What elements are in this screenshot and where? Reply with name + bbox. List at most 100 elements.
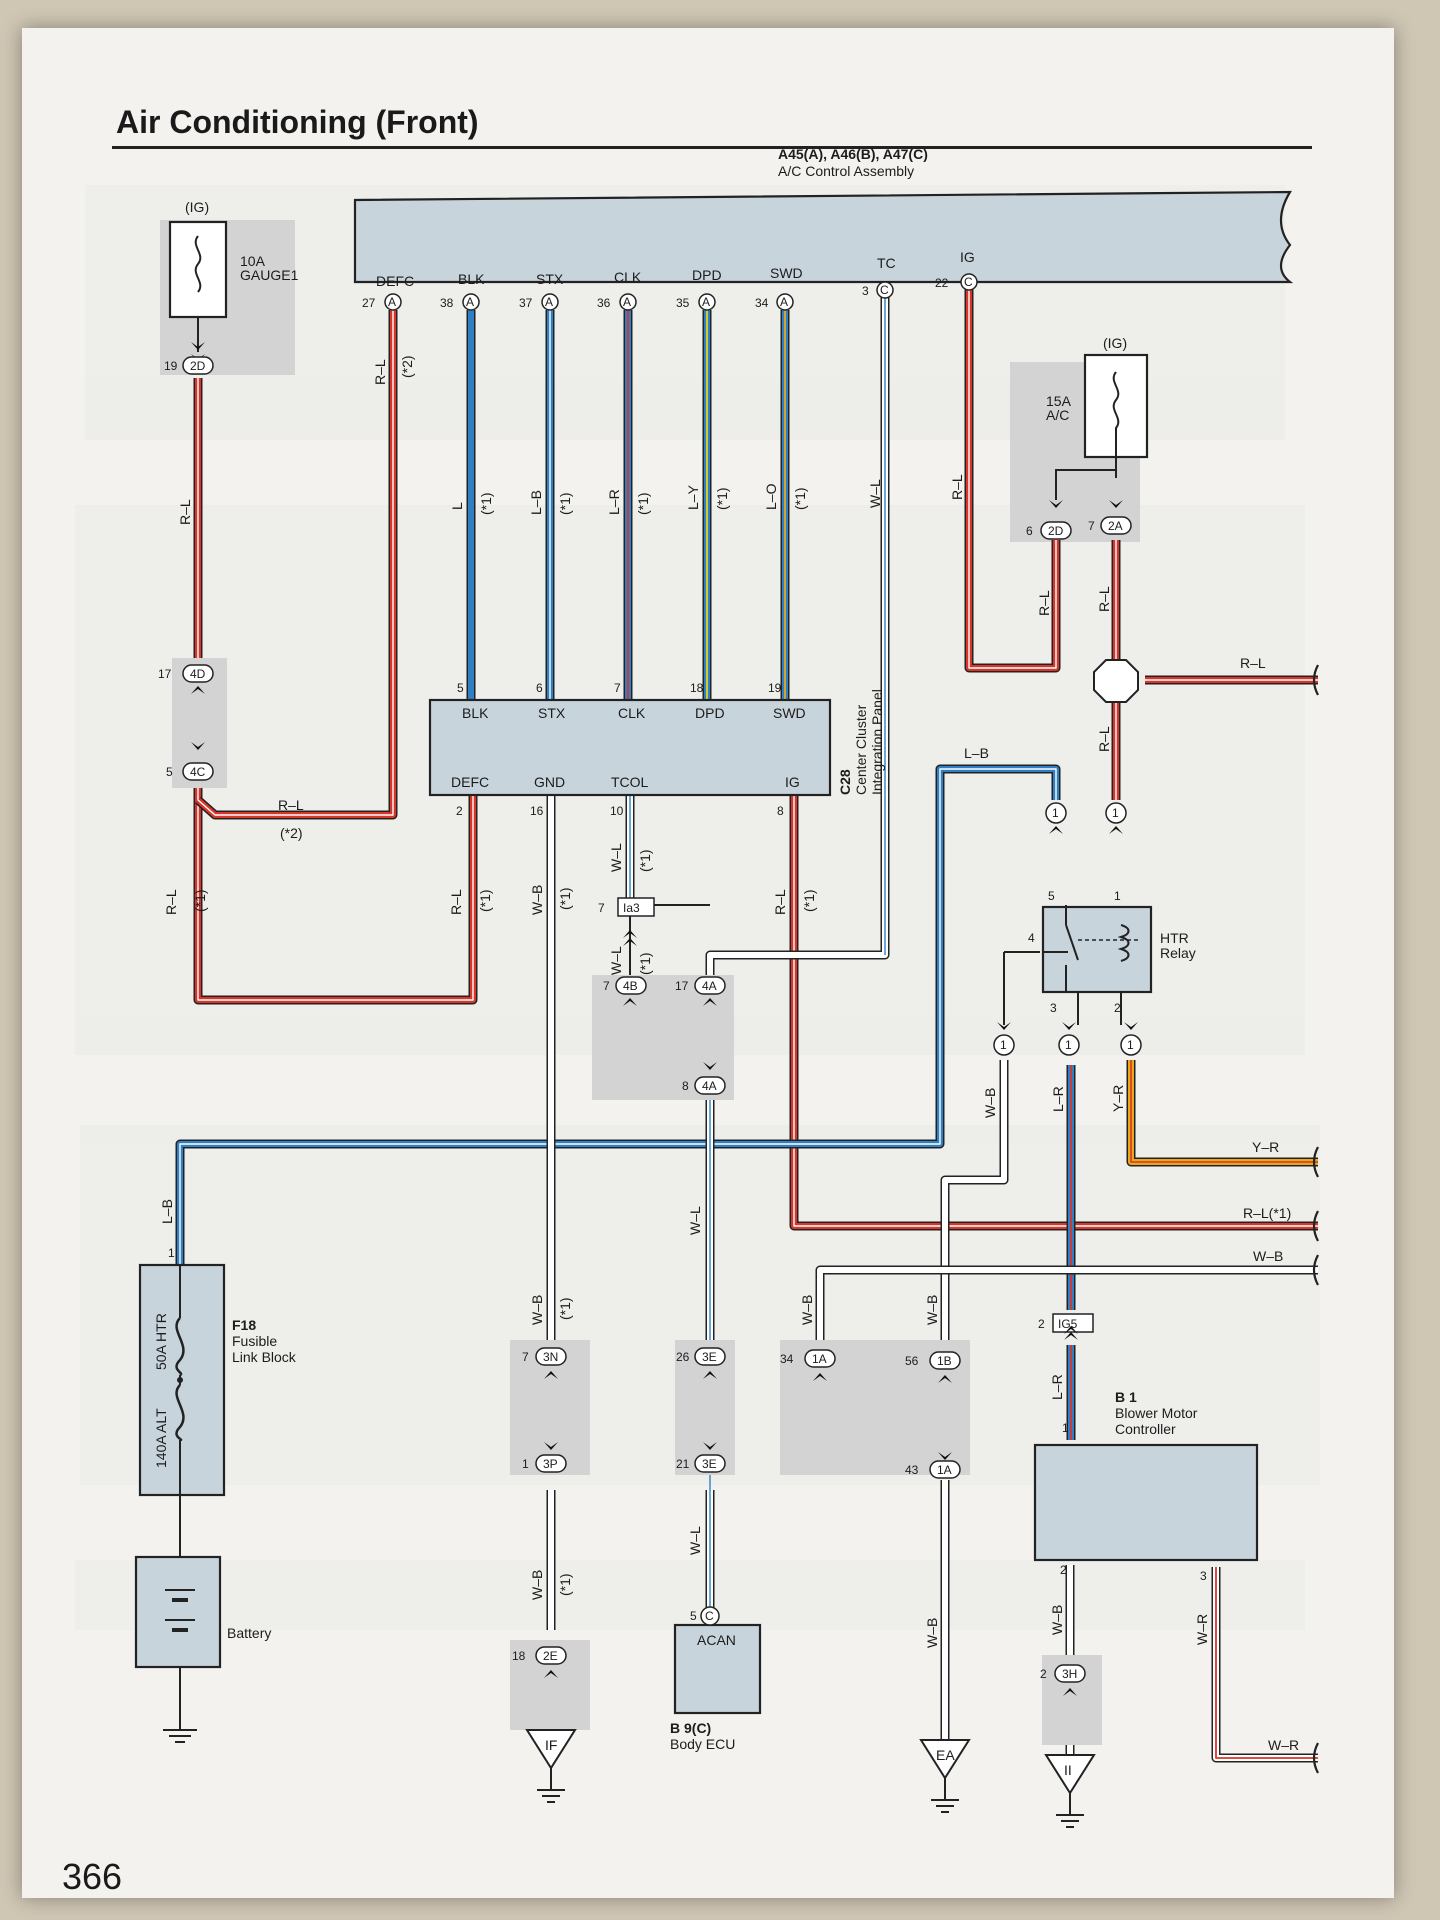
svg-text:35: 35 <box>676 296 690 310</box>
svg-text:34: 34 <box>755 296 769 310</box>
svg-text:6: 6 <box>536 681 543 695</box>
svg-text:W–L: W–L <box>687 1206 703 1235</box>
svg-text:2D: 2D <box>190 359 206 373</box>
svg-text:SWD: SWD <box>773 705 806 721</box>
svg-text:7: 7 <box>522 1350 529 1364</box>
svg-text:A: A <box>466 295 474 309</box>
svg-text:A: A <box>623 295 631 309</box>
svg-text:W–R: W–R <box>1194 1614 1210 1645</box>
connector-8-4A: 4A8 <box>682 1062 726 1095</box>
svg-text:1B: 1B <box>937 1354 952 1368</box>
svg-text:R–L: R–L <box>278 797 304 813</box>
svg-text:R–L: R–L <box>949 474 965 500</box>
svg-text:3E: 3E <box>702 1350 717 1364</box>
svg-text:W–L: W–L <box>608 843 624 872</box>
gauge-fuse-ig: (IG) <box>185 199 209 215</box>
svg-text:1A: 1A <box>812 1352 827 1366</box>
svg-text:(*1): (*1) <box>557 1297 573 1320</box>
svg-text:R–L: R–L <box>448 889 464 915</box>
blower-motor-controller: B 1 Blower Motor Controller 1 2 3 <box>1033 1389 1259 1583</box>
svg-text:2: 2 <box>456 804 463 818</box>
svg-text:(*1): (*1) <box>477 889 493 912</box>
svg-text:1: 1 <box>1052 806 1059 820</box>
svg-text:1: 1 <box>168 1246 175 1260</box>
svg-text:(*1): (*1) <box>557 887 573 910</box>
svg-text:18: 18 <box>690 681 704 695</box>
ground-if: IF <box>525 1729 577 1803</box>
svg-text:W–B: W–B <box>529 1295 545 1325</box>
svg-text:3N: 3N <box>543 1350 558 1364</box>
svg-text:(*1): (*1) <box>635 492 651 515</box>
svg-text:W–B: W–B <box>1253 1248 1283 1264</box>
svg-text:R–L: R–L <box>1036 590 1052 616</box>
svg-text:(*1): (*1) <box>714 487 730 510</box>
svg-text:(*1): (*1) <box>557 1573 573 1596</box>
control-assembly-ref: A45(A), A46(B), A47(C) <box>778 146 928 162</box>
svg-text:2E: 2E <box>543 1649 558 1663</box>
gauge-fuse-rating: 10A <box>240 253 266 269</box>
svg-text:BLK: BLK <box>462 705 489 721</box>
svg-text:(*2): (*2) <box>280 825 303 841</box>
htr-relay: HTR Relay 5 1 4 3 2 <box>1028 889 1196 1015</box>
ac-control-assembly: A45(A), A46(B), A47(C) A/C Control Assem… <box>353 146 1294 284</box>
svg-text:IG: IG <box>960 249 975 265</box>
connector-26-3E: 3E 26 <box>676 1347 726 1379</box>
svg-text:CLK: CLK <box>614 269 642 285</box>
svg-text:5: 5 <box>1048 889 1055 903</box>
svg-text:C28: C28 <box>837 769 853 795</box>
svg-text:17: 17 <box>675 979 689 993</box>
svg-text:(*1): (*1) <box>478 492 494 515</box>
svg-text:3E: 3E <box>702 1457 717 1471</box>
body-ecu: C 5 ACAN B 9(C) Body ECU <box>670 1606 762 1752</box>
svg-text:W–B: W–B <box>529 885 545 915</box>
svg-text:L–R: L–R <box>606 489 622 515</box>
svg-text:10: 10 <box>610 804 624 818</box>
svg-text:38: 38 <box>440 296 454 310</box>
svg-text:(*1): (*1) <box>792 487 808 510</box>
svg-text:C: C <box>705 1609 714 1623</box>
svg-text:STX: STX <box>538 705 566 721</box>
connector-6-2D: 2D6 <box>1026 521 1072 540</box>
svg-text:(*1): (*1) <box>637 849 653 872</box>
connector-relay-1a: 1 <box>1045 802 1067 834</box>
svg-text:2A: 2A <box>1108 519 1123 533</box>
svg-text:A: A <box>702 295 710 309</box>
svg-text:Body ECU: Body ECU <box>670 1736 735 1752</box>
svg-text:4: 4 <box>1028 931 1035 945</box>
svg-text:TC: TC <box>877 255 896 271</box>
svg-text:Fusible: Fusible <box>232 1333 277 1349</box>
svg-text:2: 2 <box>1060 1563 1067 1577</box>
svg-text:(*1): (*1) <box>192 889 208 912</box>
svg-text:21: 21 <box>676 1457 690 1471</box>
connector-34-1A: 1A 34 <box>780 1349 836 1381</box>
svg-text:1: 1 <box>1065 1038 1072 1052</box>
svg-text:1: 1 <box>1000 1038 1007 1052</box>
svg-text:18: 18 <box>512 1649 526 1663</box>
svg-text:L–B: L–B <box>528 490 544 515</box>
svg-text:140A ALT: 140A ALT <box>153 1408 169 1468</box>
title-rule <box>112 146 1312 149</box>
connector-relay-1d: 1 <box>1058 1022 1080 1056</box>
svg-text:1: 1 <box>1114 889 1121 903</box>
svg-text:26: 26 <box>676 1350 690 1364</box>
svg-text:19: 19 <box>164 359 178 373</box>
page-title: Air Conditioning (Front) <box>116 104 479 140</box>
svg-text:Controller: Controller <box>1115 1421 1176 1437</box>
ac-fuse-rating: 15A <box>1046 393 1072 409</box>
svg-text:L–R: L–R <box>1049 1374 1065 1400</box>
svg-text:DEFC: DEFC <box>451 774 489 790</box>
svg-text:22: 22 <box>935 276 949 290</box>
control-assembly-name: A/C Control Assembly <box>778 163 914 179</box>
svg-text:34: 34 <box>780 1352 794 1366</box>
svg-text:4B: 4B <box>623 979 638 993</box>
svg-text:DEFC: DEFC <box>376 273 414 289</box>
